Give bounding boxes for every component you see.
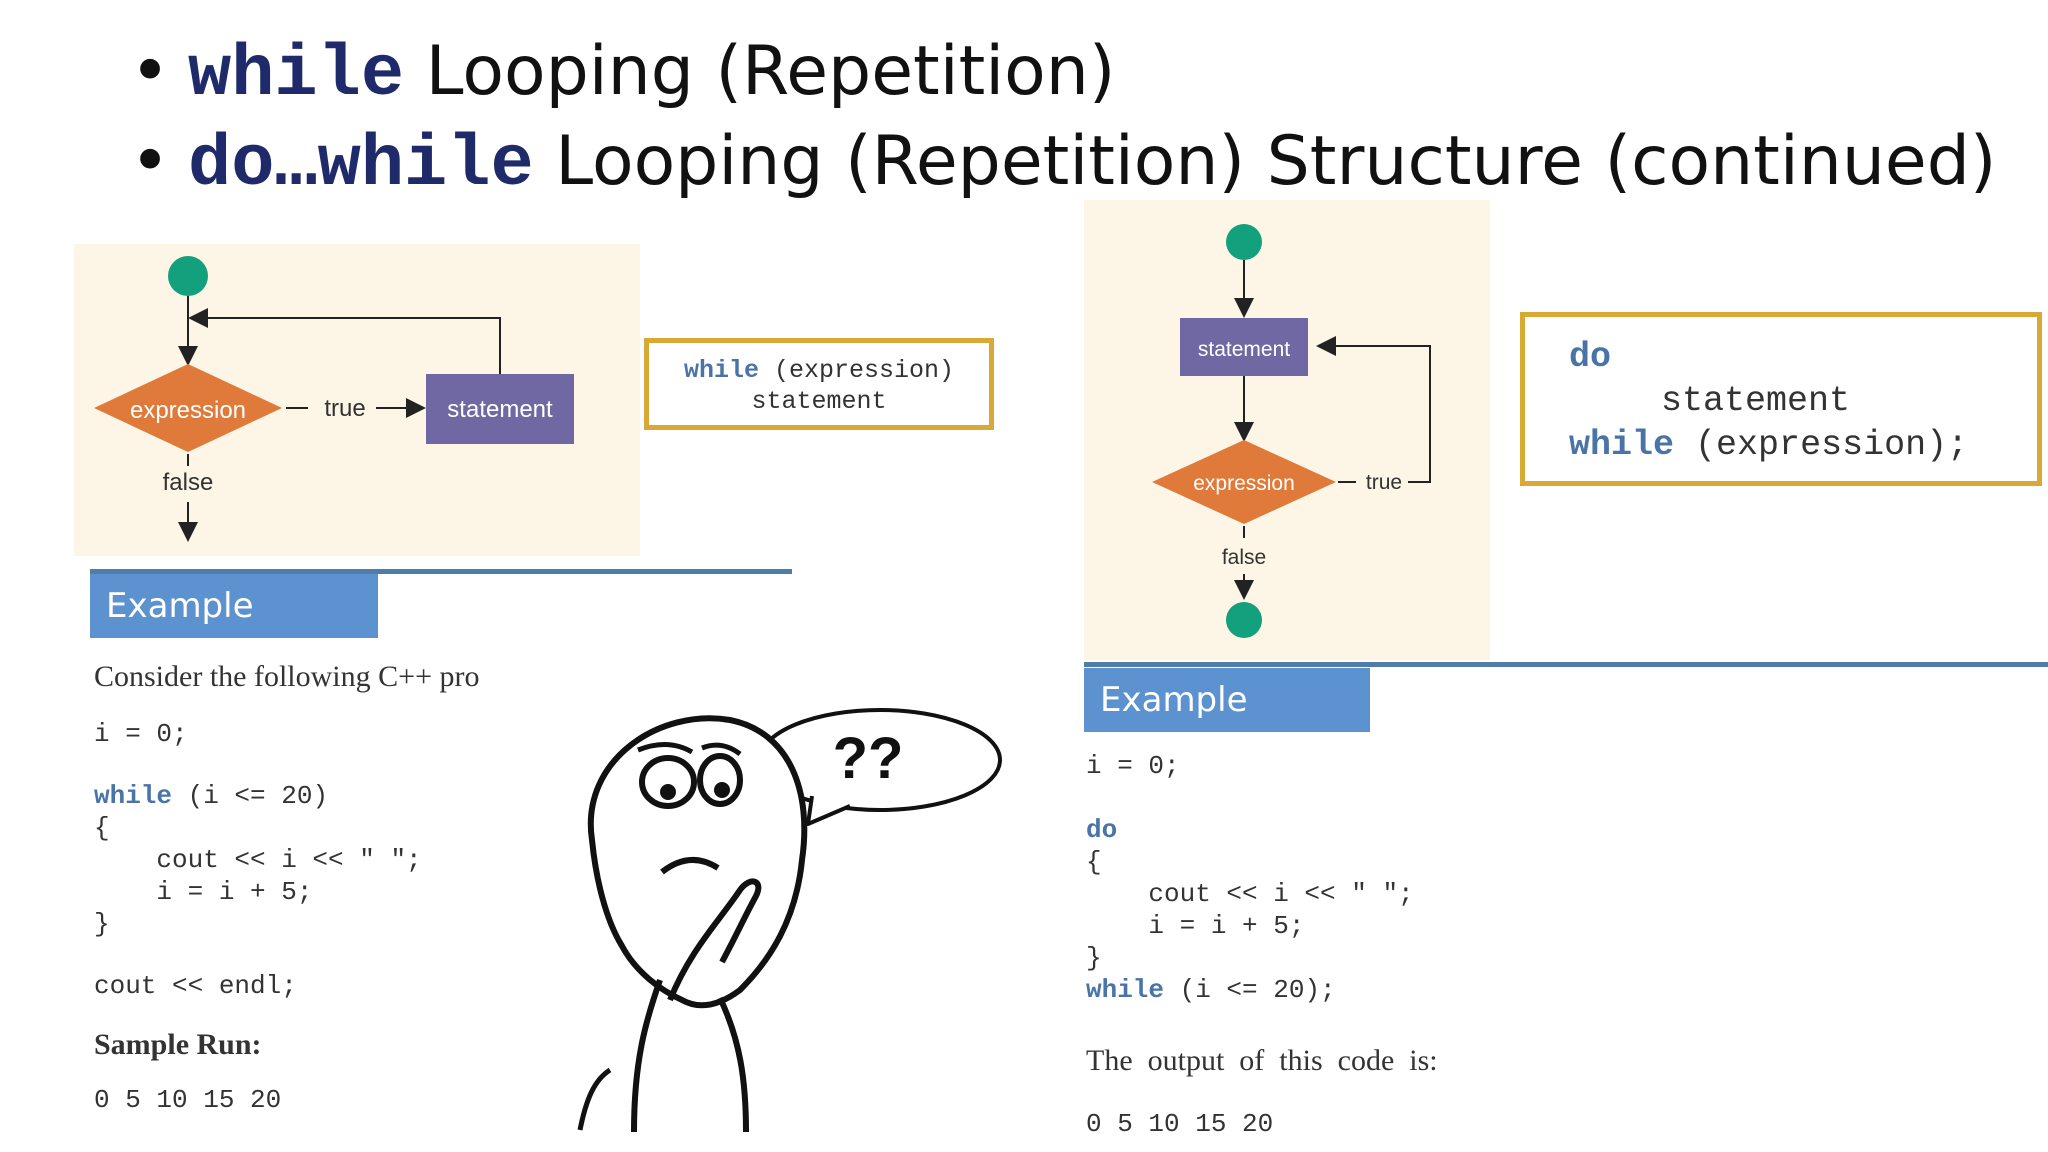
speech-bubble-tail <box>806 795 851 826</box>
bullet-while: •while Looping (Repetition) <box>130 32 1115 112</box>
false-label: false <box>163 469 214 496</box>
thinking-hand <box>667 878 762 1002</box>
statement-label: statement <box>1198 338 1290 361</box>
keyword-do: do <box>1569 337 1612 377</box>
end-node <box>1226 602 1262 638</box>
left-code-line7: cout << endl; <box>94 971 297 1001</box>
example-heading-right: Example <box>1084 668 1370 732</box>
left-output: 0 5 10 15 20 <box>94 1085 282 1115</box>
keyword-while: while <box>1086 975 1165 1005</box>
left-code-line5: i = i + 5; <box>94 877 313 907</box>
bullet-text <box>404 32 426 111</box>
keyword-while: while <box>94 781 173 811</box>
dowhile-syntax-statement: statement <box>1661 381 1851 421</box>
loop-back-arrow <box>188 308 501 374</box>
while-syntax-box: while (expression) statement <box>644 338 994 430</box>
false-label: false <box>1222 546 1266 569</box>
keyword-while: while <box>1569 425 1675 465</box>
right-code-condition: (i <= 20); <box>1164 975 1336 1005</box>
right-output: 0 5 10 15 20 <box>1086 1109 1274 1139</box>
right-code-line4: cout << i << " "; <box>1086 879 1414 909</box>
mouth <box>660 856 720 875</box>
left-pupil <box>660 784 676 800</box>
example-rule-right <box>1084 662 2048 667</box>
statement-box <box>1180 318 1308 376</box>
dowhile-syntax-line3: while (expression); <box>1569 423 2037 467</box>
while-syntax-line2: statement <box>751 387 887 416</box>
body-left <box>631 979 663 1133</box>
right-code-line1: i = 0; <box>1086 751 1180 781</box>
bullet-dot: • <box>130 32 171 111</box>
speech-text: ?? <box>833 726 904 791</box>
example-rule-left <box>90 569 792 574</box>
true-label: true <box>324 395 365 422</box>
while-syntax-line1: while (expression) <box>649 355 989 386</box>
start-node <box>168 256 208 296</box>
statement-box <box>426 374 574 444</box>
body-right <box>717 996 749 1133</box>
keyword-do: do <box>1086 815 1118 845</box>
start-node <box>1226 224 1262 260</box>
output-label: The output of this code is: <box>1086 1044 1438 1077</box>
left-code-line2: while (i <= 20) <box>94 780 328 812</box>
keyword-while: while <box>683 356 759 385</box>
example-intro: Consider the following C++ pro <box>94 660 480 693</box>
right-code-line6: } <box>1086 943 1102 973</box>
dowhile-flowchart-bg <box>1084 200 1490 660</box>
right-code-line7: while (i <= 20); <box>1086 974 1336 1006</box>
loop-back-arrow <box>1316 336 1431 483</box>
bullet-text-dowhile: Looping (Repetition) Structure (continue… <box>555 122 1997 201</box>
example-heading-left: Example <box>90 574 378 638</box>
expression-label: expression <box>1193 472 1295 495</box>
bullet-text-while: Looping (Repetition) <box>425 32 1116 111</box>
right-code-line2: do <box>1086 814 1117 846</box>
keyword-while: while <box>188 34 405 116</box>
right-code-line3: { <box>1086 847 1102 877</box>
left-code-condition: (i <= 20) <box>172 781 329 811</box>
right-pupil <box>714 782 730 798</box>
thinking-meme: ?? <box>577 708 1002 1133</box>
sample-run-label: Sample Run: <box>94 1028 262 1061</box>
arm <box>577 1067 612 1131</box>
left-code-line3: { <box>94 813 110 843</box>
dowhile-syntax-box: do statement while (expression); <box>1520 312 2042 486</box>
expression-label: expression <box>130 397 246 424</box>
syntax-expression: (expression); <box>1695 425 1969 465</box>
left-brow <box>637 742 694 755</box>
syntax-expression: (expression) <box>774 356 955 385</box>
left-code-line6: } <box>94 909 110 939</box>
dowhile-flowchart: statement expression true false <box>1152 224 1431 638</box>
while-flowchart: expression true statement false <box>94 256 574 542</box>
statement-label: statement <box>447 396 553 423</box>
left-code-line1: i = 0; <box>94 719 188 749</box>
true-label: true <box>1366 471 1402 494</box>
left-eye <box>639 755 697 809</box>
right-eye <box>697 753 743 807</box>
keyword-dowhile: do…while <box>188 124 534 206</box>
left-code-line4: cout << i << " "; <box>94 845 422 875</box>
expression-diamond <box>1152 440 1336 524</box>
bullet-dowhile: •do…while Looping (Repetition) Structure… <box>130 122 1996 202</box>
expression-diamond <box>94 364 282 452</box>
right-code-line5: i = i + 5; <box>1086 911 1305 941</box>
right-brow <box>701 742 742 757</box>
bullet-dot: • <box>130 122 171 201</box>
bullet-text <box>534 122 556 201</box>
